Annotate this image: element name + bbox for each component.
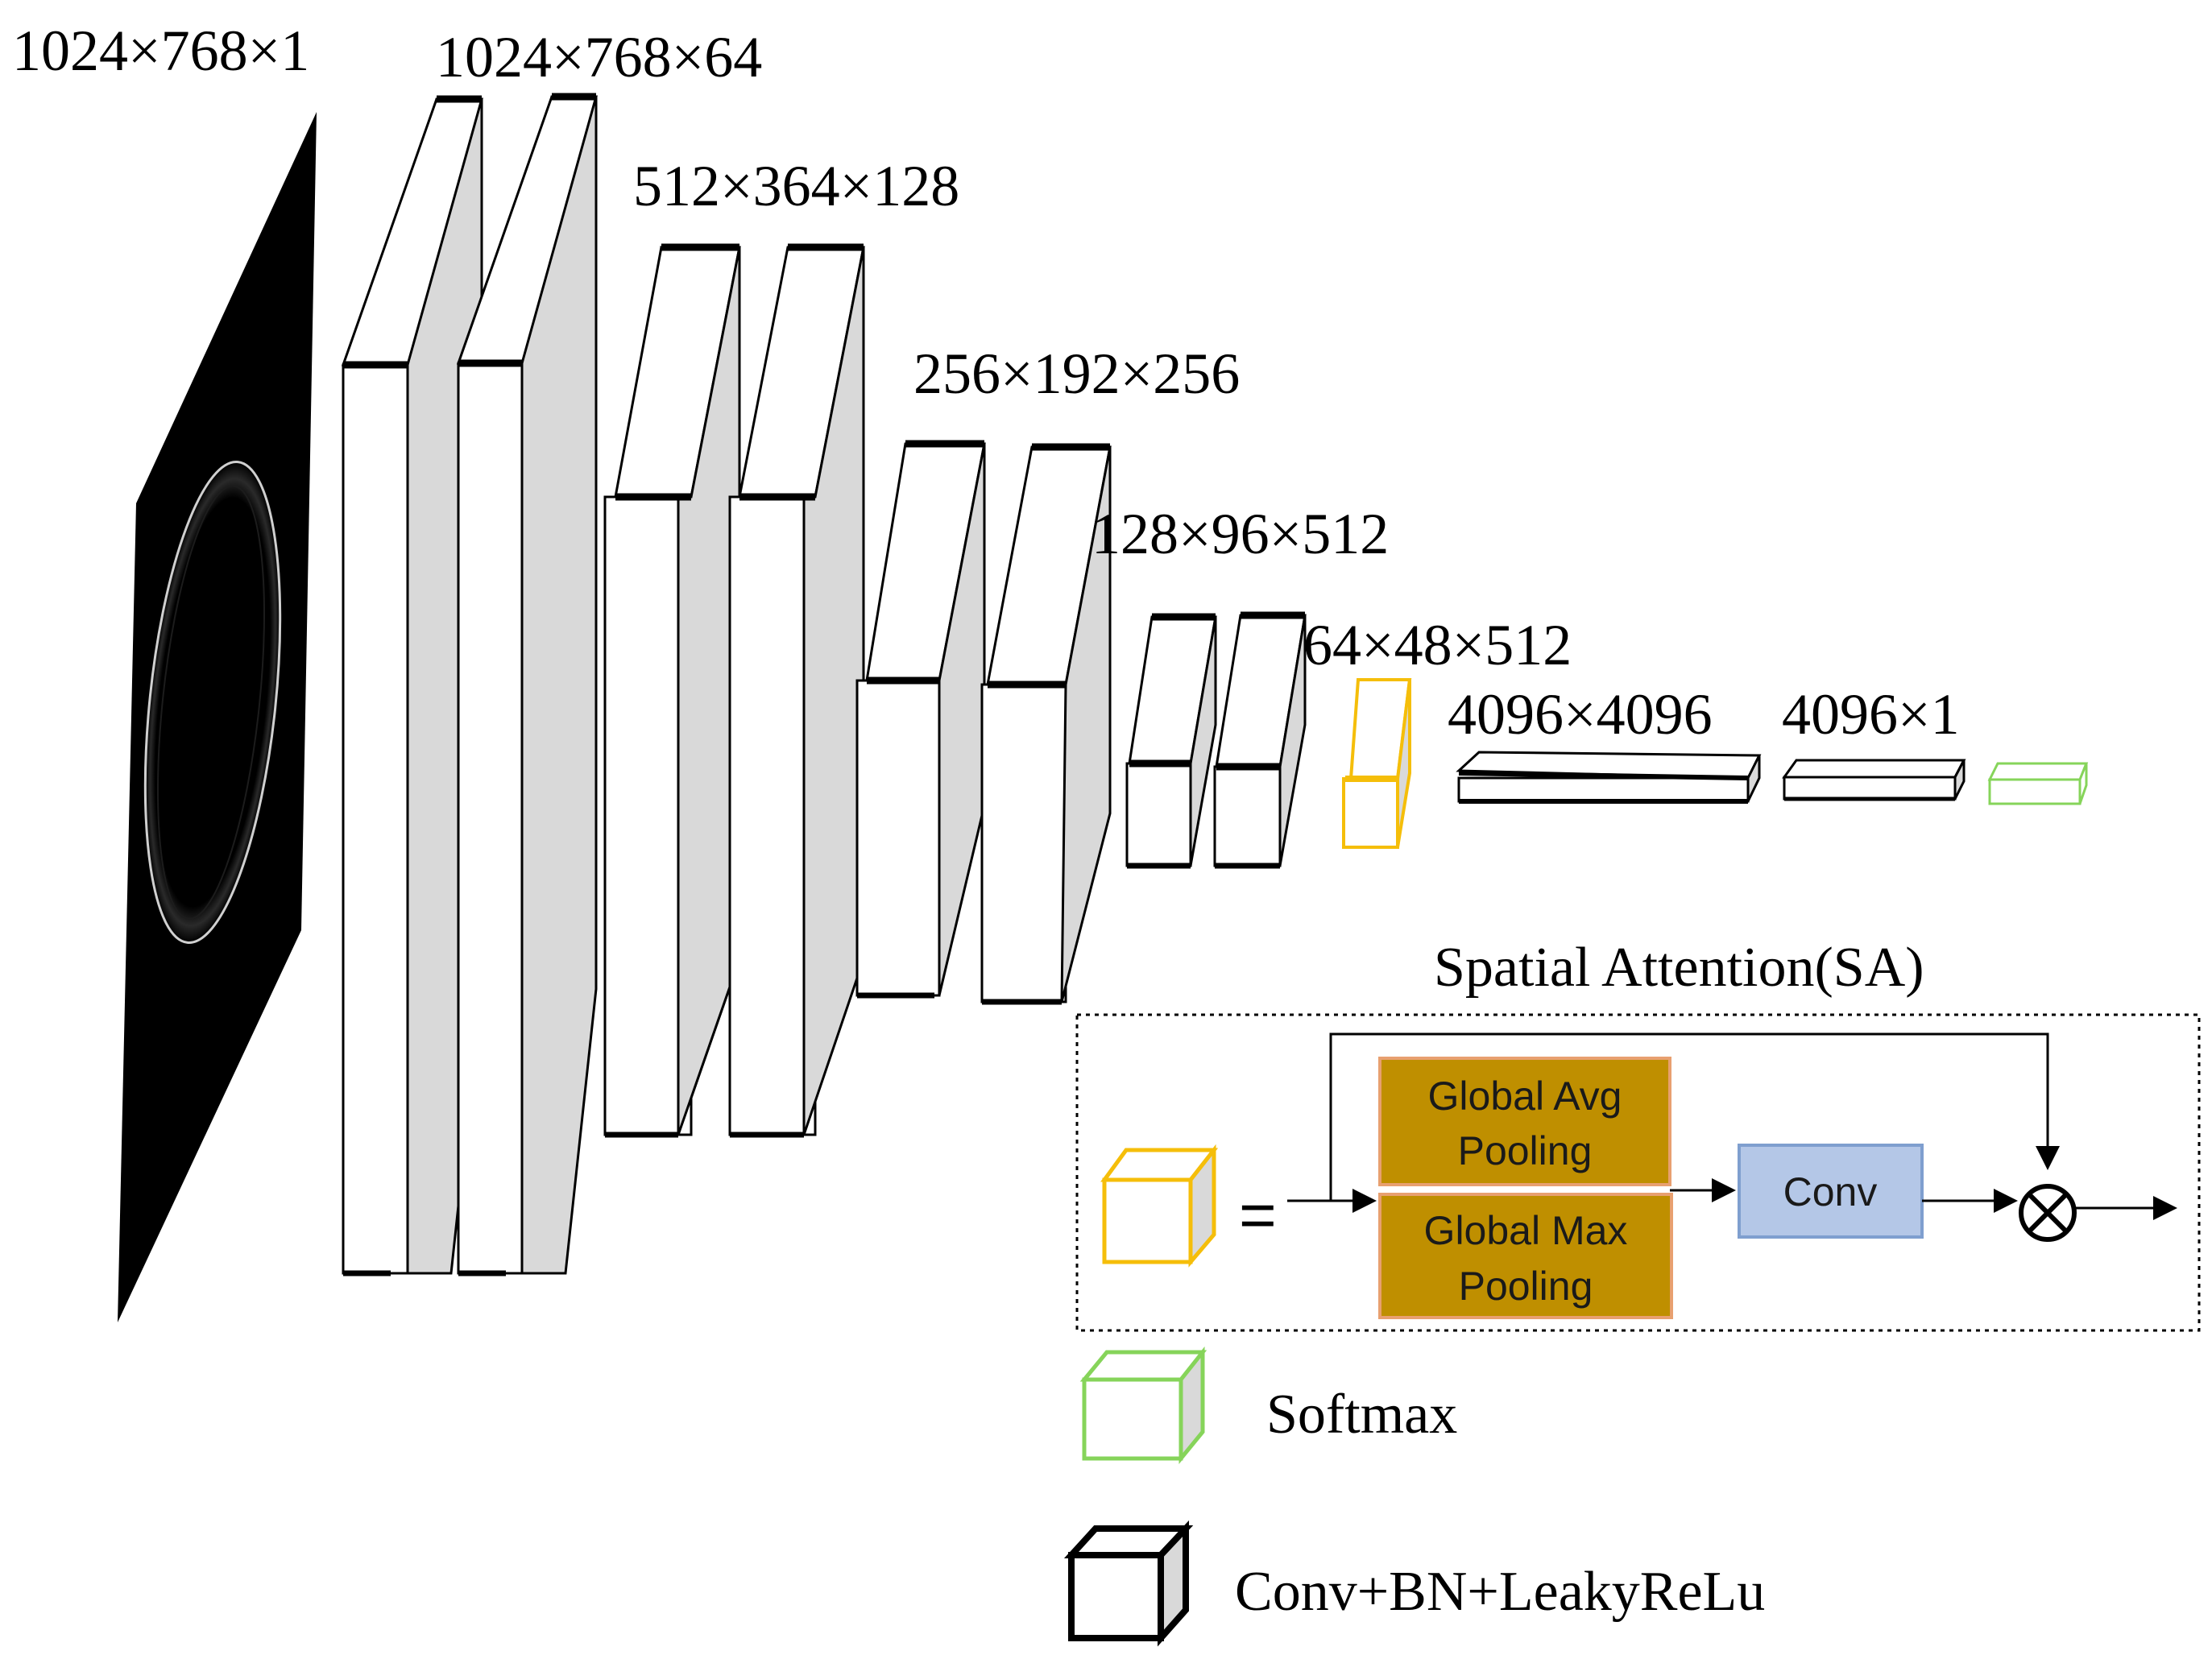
softmax-output-block [1987,762,2089,805]
fc1-block [1456,751,1762,804]
label-conv2-dim: 512×364×128 [633,154,959,218]
elementwise-multiply-icon [2019,1184,2077,1242]
conv4-block-a [1125,613,1217,869]
label-conv4-dim: 128×96×512 [1092,502,1389,566]
global-max-pooling-line2: Pooling [1459,1264,1593,1309]
label-conv1-dim: 1024×768×64 [436,25,762,89]
spatial-attention-panel [1075,1013,2201,1332]
spatial-attention-block [1342,678,1412,849]
global-max-pooling-line1: Global Max [1424,1208,1628,1253]
conv3-block-b [980,443,1112,1005]
conv2-block-a [603,243,741,1138]
label-fc2-dim: 4096×1 [1782,682,1960,747]
softmax-legend-label: Softmax [1266,1384,1457,1446]
conv2-block-b [728,243,865,1138]
label-input-dim: 1024×768×1 [12,19,309,83]
fc2-block [1782,759,1966,801]
softmax-legend-cube-icon [1079,1346,1207,1465]
spatial-attention-title: Spatial Attention(SA) [1434,937,1924,999]
conv1-block-b [456,93,598,1276]
global-max-pooling-box [1378,1193,1673,1319]
conv4-block-b [1213,611,1307,869]
equals-sign: = [1239,1179,1277,1251]
sa-input-cube-icon [1100,1144,1219,1268]
conv3-block-a [855,440,986,999]
input-image [118,112,317,1322]
global-avg-pooling-box [1378,1057,1671,1186]
label-conv3-dim: 256×192×256 [913,341,1240,406]
sa-conv-box [1738,1144,1924,1239]
skip-connection-arrow [1329,1032,2060,1201]
label-conv5-dim: 64×48×512 [1303,613,1572,677]
sa-conv-label: Conv [1783,1169,1878,1214]
conv-block-legend-label: Conv+BN+LeakyReLu [1235,1561,1765,1623]
conv-block-legend-cube-icon [1063,1520,1194,1647]
label-fc1-dim: 4096×4096 [1448,682,1713,747]
global-avg-pooling-line2: Pooling [1458,1128,1593,1173]
global-avg-pooling-line1: Global Avg [1428,1074,1622,1119]
